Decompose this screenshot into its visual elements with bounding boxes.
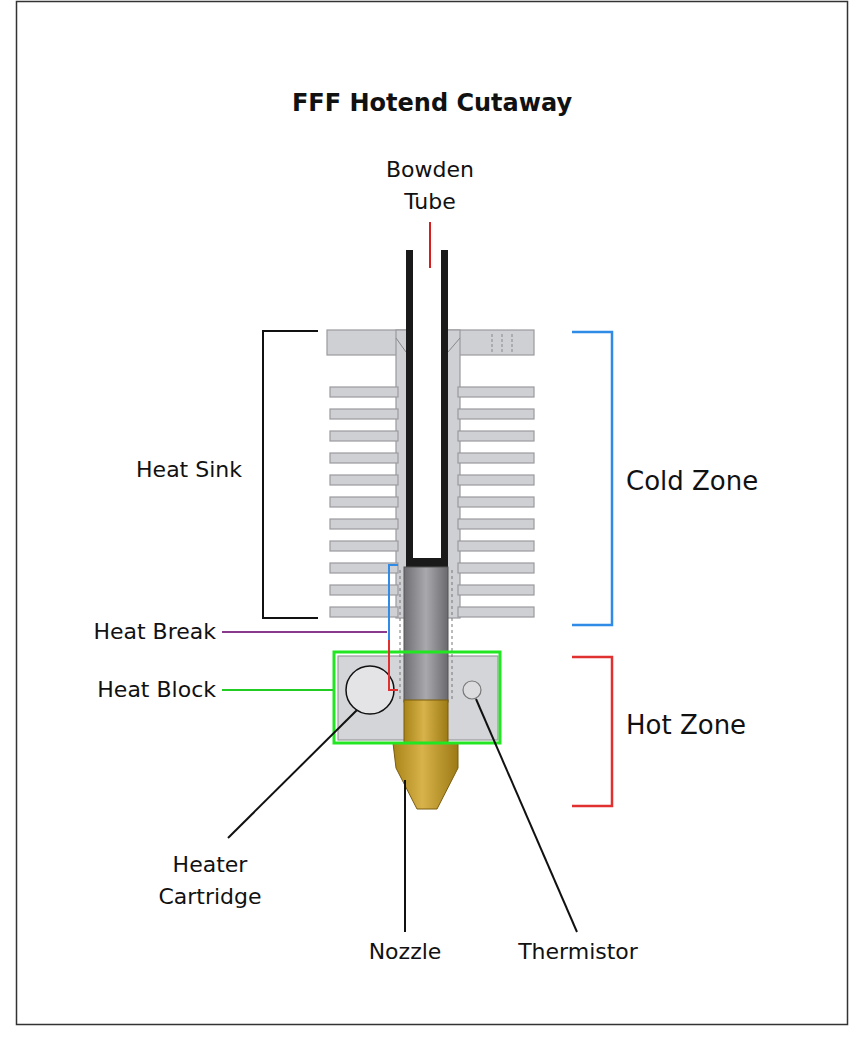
leader-line: [222, 631, 387, 633]
part-label: Bowden Tube: [374, 154, 486, 218]
bracket: [572, 332, 612, 625]
frame: [17, 2, 848, 1025]
bracket: [572, 657, 612, 806]
part-label: Cold Zone: [626, 465, 758, 497]
leader-line: [228, 710, 357, 838]
leader-line: [222, 689, 333, 691]
heat-block-outline: [334, 652, 500, 743]
part-label: Heat Sink: [136, 454, 242, 486]
part-label: Hot Zone: [626, 709, 746, 741]
leader-line: [476, 699, 577, 932]
part-label: Thermistor: [518, 936, 638, 968]
nozzle-drawing: [393, 700, 458, 809]
part-label: Heat Block: [97, 674, 216, 706]
part-label: Heater Cartridge: [135, 849, 285, 913]
bowden-tube-drawing: [406, 250, 448, 567]
diagram-title: FFF Hotend Cutaway: [292, 89, 572, 117]
bracket: [389, 565, 398, 640]
heat-break-drawing: [400, 567, 452, 702]
part-label: Nozzle: [369, 936, 442, 968]
leader-line: [404, 780, 406, 932]
bracket: [389, 640, 398, 690]
heater-cartridge-drawing: [346, 666, 394, 714]
leader-line: [429, 222, 431, 268]
part-label: Heat Break: [93, 616, 216, 648]
thermistor-drawing: [463, 681, 481, 699]
bracket: [263, 331, 318, 618]
